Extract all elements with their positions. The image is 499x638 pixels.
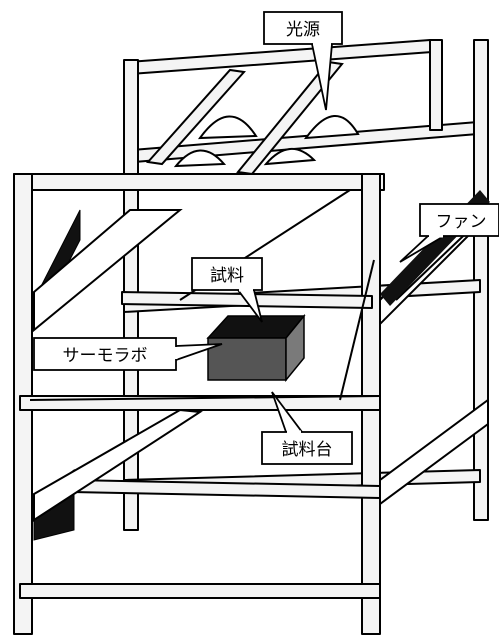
lamp-2 (303, 115, 360, 140)
lamp-3 (173, 149, 227, 168)
callout-sample-stage: 試料台 (261, 391, 353, 465)
fan-label: ファン (436, 212, 487, 232)
front-struts (33, 189, 375, 522)
label-box (191, 257, 263, 291)
label-box (33, 337, 177, 371)
label-box (263, 11, 343, 45)
label-box (419, 203, 499, 237)
lamp-4 (263, 148, 317, 166)
sample-stage-label: 試料台 (282, 440, 333, 460)
sample-side (285, 313, 305, 383)
light-source-label: 光源 (286, 20, 320, 40)
light-lamps (173, 115, 360, 168)
label-box (261, 431, 353, 465)
sample-label: 試料 (210, 266, 244, 286)
callout-light-source: 光源 (263, 11, 343, 111)
light-bars (146, 60, 344, 176)
thermolabo-label: サーモラボ (63, 346, 148, 366)
lamp-1 (198, 115, 258, 140)
sample-stage (29, 395, 381, 401)
callout-sample: 試料 (191, 257, 263, 323)
callout-fan: ファン (399, 203, 499, 263)
thermolabo-sample (206, 313, 306, 383)
callout-thermolabo: サーモラボ (33, 337, 223, 371)
